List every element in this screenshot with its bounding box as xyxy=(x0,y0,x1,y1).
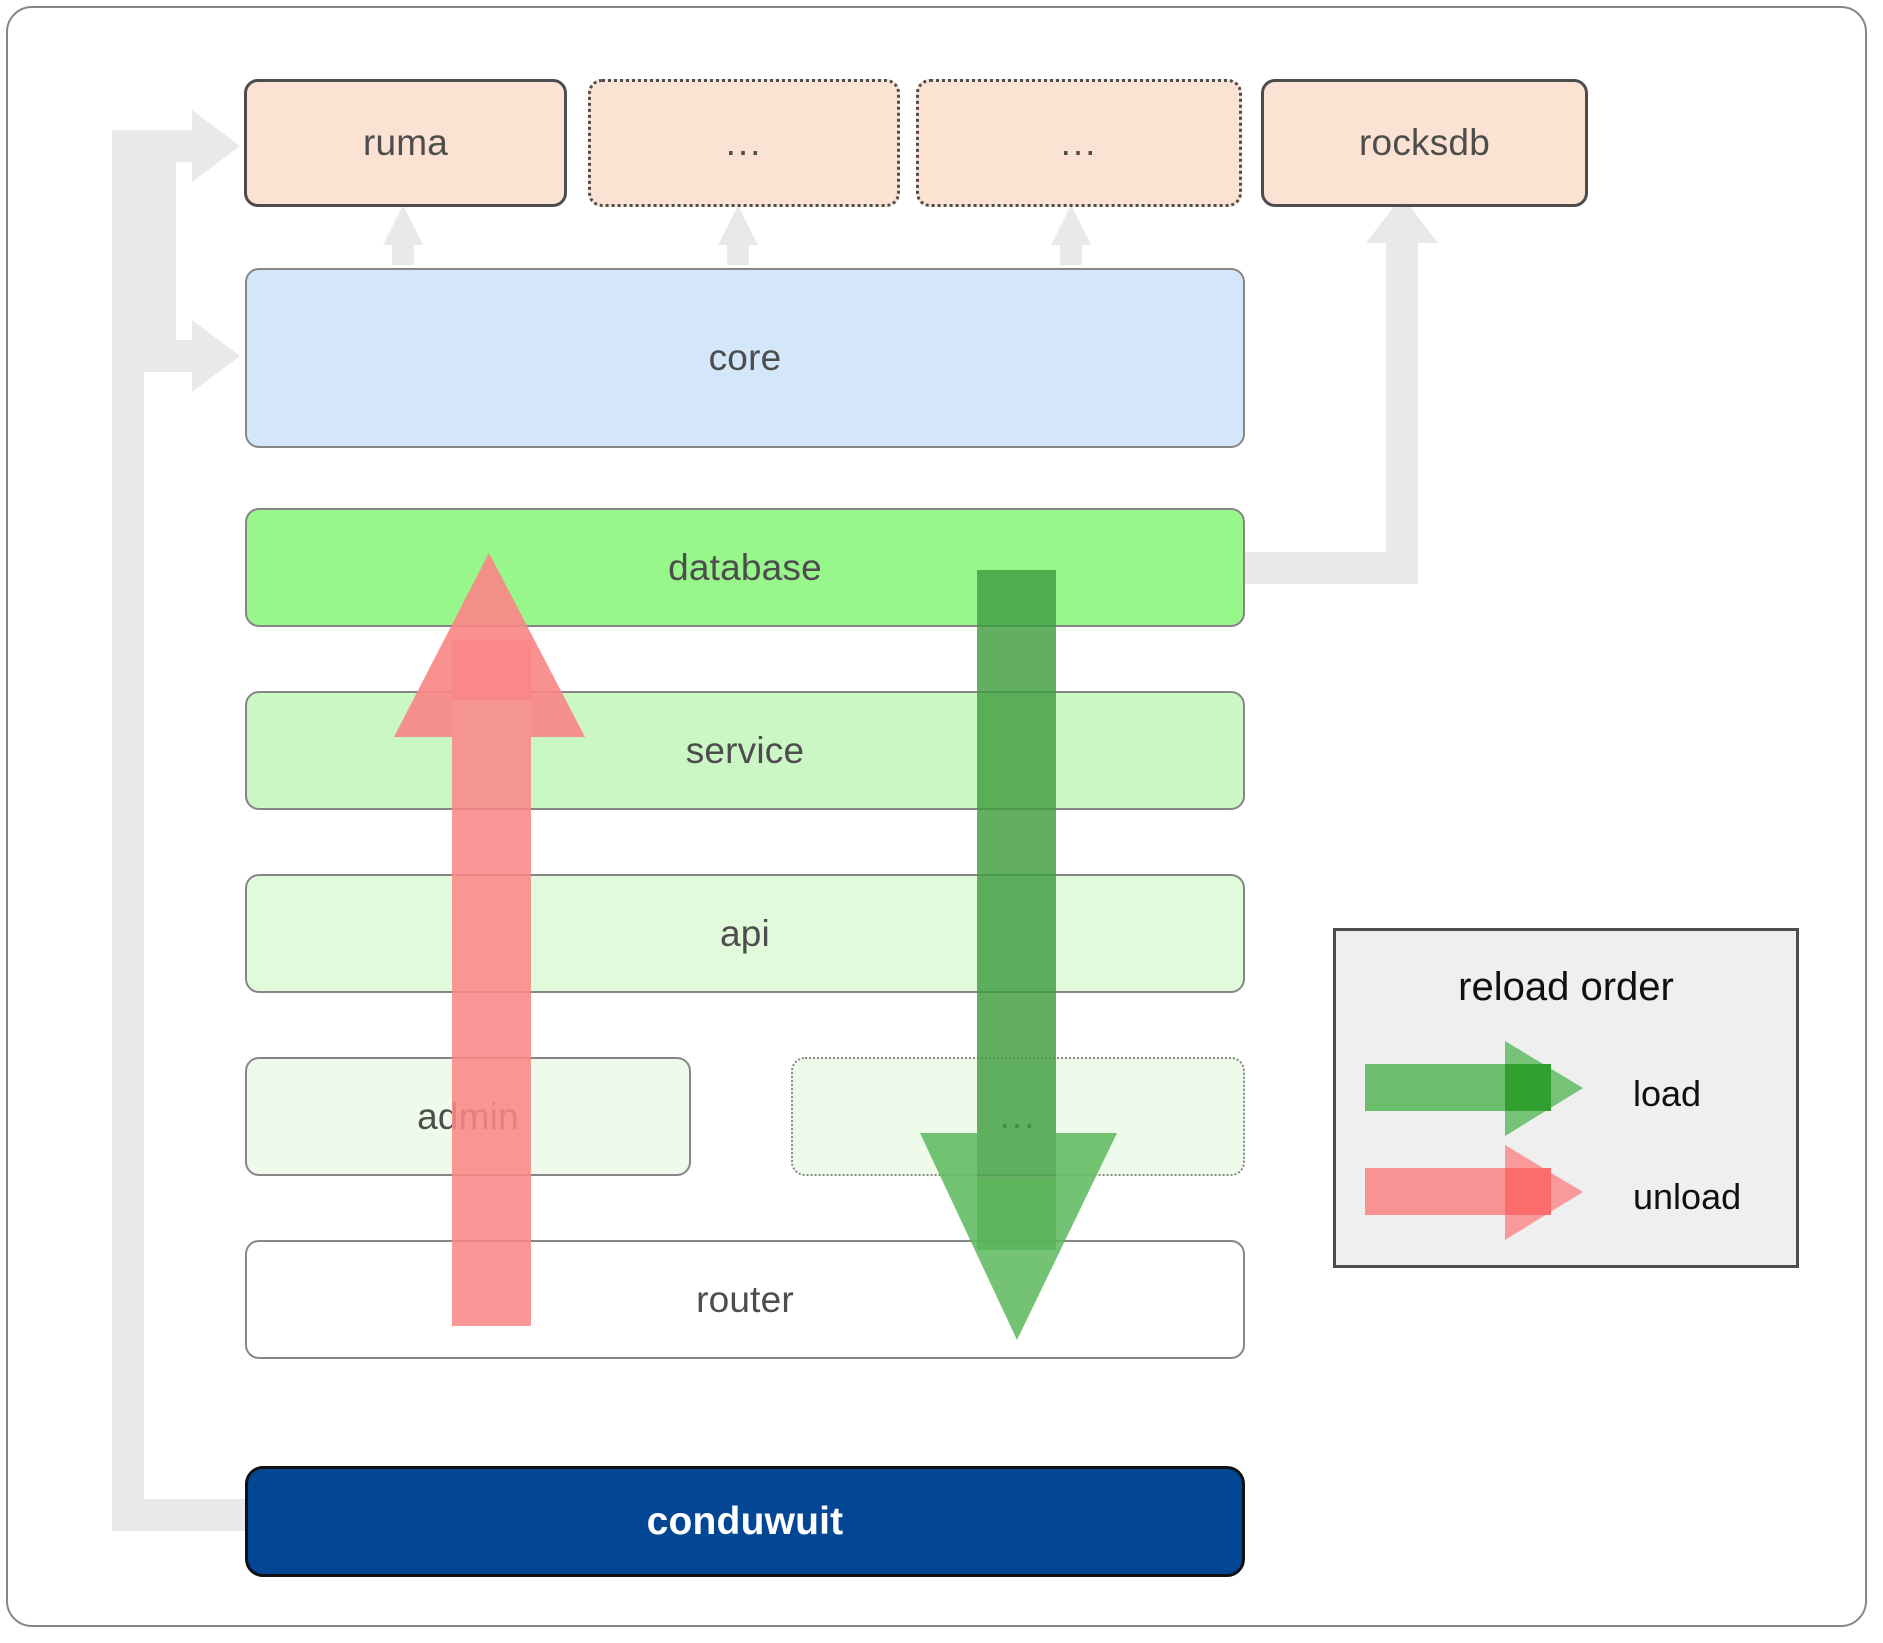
layer-box-database[interactable]: database xyxy=(245,508,1245,627)
layer-box-more[interactable]: ... xyxy=(791,1057,1245,1176)
layer-box-router[interactable]: router xyxy=(245,1240,1245,1359)
dependency-label: ruma xyxy=(362,122,449,163)
layer-label: ... xyxy=(999,1095,1037,1137)
layer-box-api[interactable]: api xyxy=(245,874,1245,993)
connector-core-to-ruma xyxy=(383,205,423,265)
dependency-label: ... xyxy=(1060,121,1098,163)
layer-label: api xyxy=(720,912,770,954)
connector-core-to-dep2 xyxy=(718,205,758,265)
layer-label: core xyxy=(708,337,782,378)
connector-conduwuit-trunk xyxy=(112,110,247,1531)
connector-database-to-rocksdb xyxy=(1243,196,1438,584)
connector-core-to-dep3 xyxy=(1051,205,1091,265)
binary-label: conduwuit xyxy=(646,1499,844,1543)
layer-box-admin[interactable]: admin xyxy=(245,1057,691,1176)
layer-box-service[interactable]: service xyxy=(245,691,1245,810)
layer-box-core[interactable]: core xyxy=(245,268,1245,448)
dependency-box-rocksdb[interactable]: rocksdb xyxy=(1261,79,1588,207)
dependency-box-ruma[interactable]: ruma xyxy=(244,79,567,207)
binary-box-conduwuit[interactable]: conduwuit xyxy=(245,1466,1245,1577)
legend-label-unload: unload xyxy=(1633,1176,1742,1217)
layer-label: service xyxy=(685,729,805,771)
dependency-box-more-2[interactable]: ... xyxy=(916,79,1242,207)
legend-label-load: load xyxy=(1633,1073,1702,1114)
dependency-label: ... xyxy=(725,121,763,163)
dependency-label: rocksdb xyxy=(1359,122,1490,163)
legend-title: reload order xyxy=(1458,965,1674,1009)
connector-core-to-deps xyxy=(383,205,1091,265)
dependency-box-more-1[interactable]: ... xyxy=(588,79,900,207)
layer-label: admin xyxy=(417,1095,519,1137)
layer-label: database xyxy=(668,546,822,588)
layer-label: router xyxy=(696,1278,794,1320)
